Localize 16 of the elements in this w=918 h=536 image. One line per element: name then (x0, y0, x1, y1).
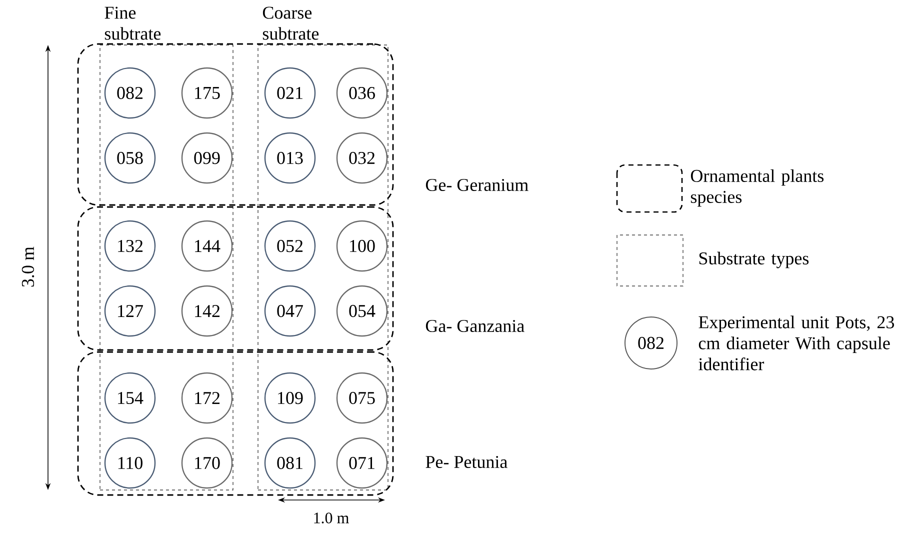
legend-sample: 082 (624, 316, 678, 370)
species-band (77, 351, 394, 496)
legend-text: Substrate types (699, 252, 809, 268)
column-heading: Fine subtrate (104, 6, 161, 40)
legend-text: Ornamental plants species (690, 169, 824, 207)
substrate-box (258, 44, 388, 490)
species-band (77, 206, 394, 351)
dimension-label: 1.0 m (314, 512, 349, 524)
species-band (77, 43, 394, 206)
species-label: Ga- Ganzania (426, 320, 524, 332)
species-label: Pe- Petunia (426, 456, 508, 468)
species-label: Ge- Geranium (426, 178, 528, 192)
substrate-box (100, 44, 234, 490)
legend-text: Experimental unit Pots, 23 cm diameter With capsule identifier (698, 316, 894, 370)
column-heading: Coarse subtrate (262, 6, 319, 40)
dimension-label: 3.0 m (22, 246, 34, 287)
